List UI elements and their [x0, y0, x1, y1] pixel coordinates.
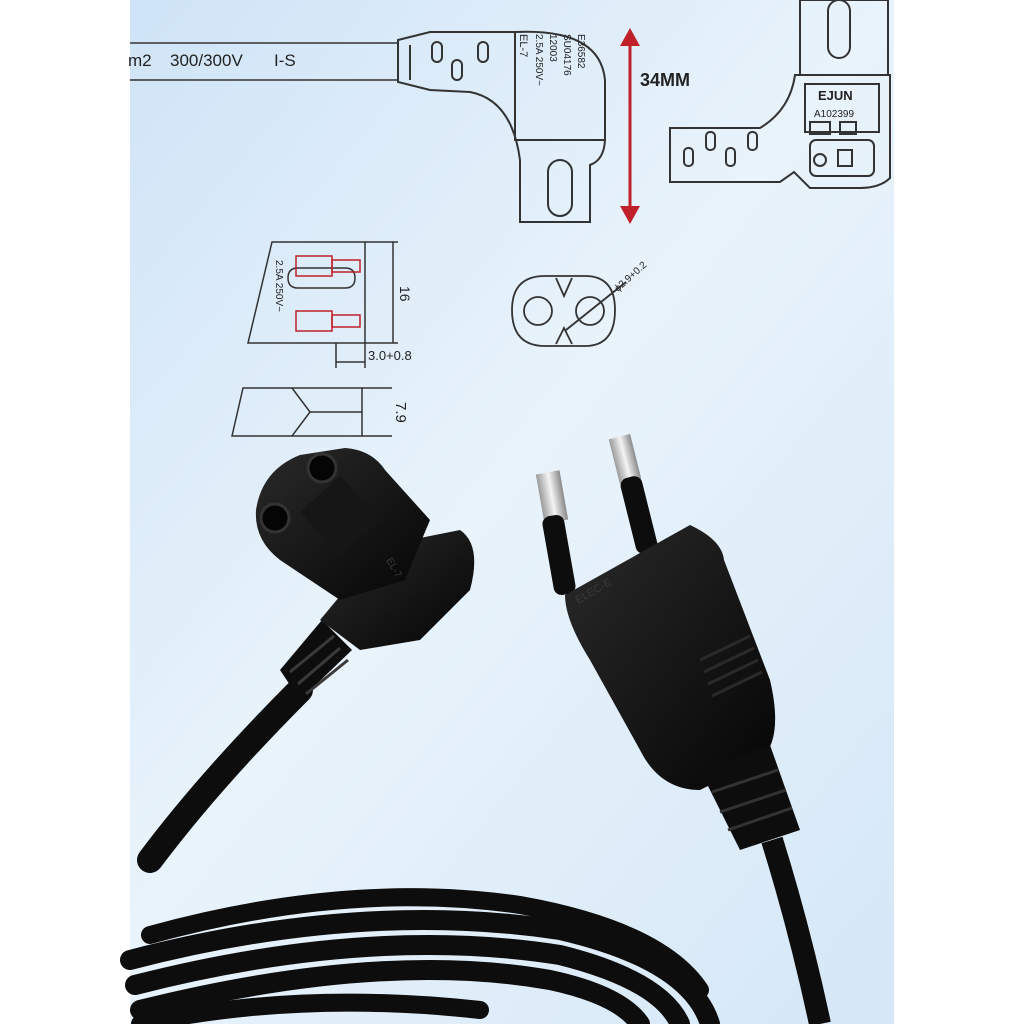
- contact-slots: [295, 255, 361, 332]
- connector-side-drawing: [397, 30, 606, 223]
- svg-text:SU04176: SU04176: [561, 34, 572, 76]
- cable-line-drawing: [130, 42, 398, 81]
- svg-text:EL-7: EL-7: [517, 34, 529, 57]
- face-rating: 2.5A 250V~: [273, 260, 284, 312]
- dim-16: 16: [397, 286, 413, 302]
- cable-spec-prefix: m2: [128, 51, 152, 70]
- svg-text:E36582: E36582: [575, 34, 586, 69]
- dim-7-9: 7.9: [392, 402, 409, 423]
- svg-text:12003: 12003: [547, 34, 558, 62]
- profile-drawing: [231, 387, 392, 437]
- socket-face-drawing: [511, 275, 627, 347]
- c7-connector: [137, 448, 475, 873]
- height-label: 34MM: [640, 70, 690, 90]
- model-code: A102399: [814, 109, 854, 120]
- cable-voltage: 300/300V: [170, 51, 243, 70]
- svg-text:2.5A 250V~: 2.5A 250V~: [533, 34, 544, 86]
- cable-type: I-S: [274, 51, 296, 70]
- height-arrow: [620, 28, 640, 224]
- connector-front-drawing: [669, 0, 891, 189]
- coiled-cable: [120, 888, 720, 1024]
- brand-label: EJUN: [818, 88, 853, 103]
- connector-side-codes: E36582 SU04176 12003 2.5A 250V~ EL-7: [517, 34, 586, 86]
- dim-3: 3.0+0.8: [368, 348, 412, 363]
- euro-plug: [535, 434, 831, 1024]
